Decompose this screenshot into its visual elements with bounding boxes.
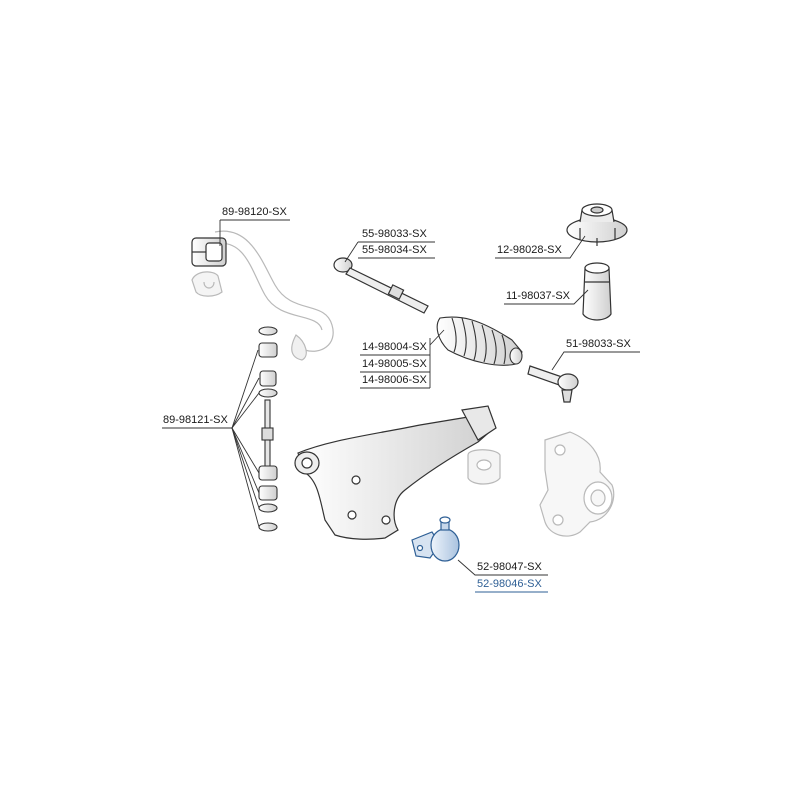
- steering-knuckle-ghost: [539, 431, 615, 537]
- label-boot-a: 14-98004-SX: [362, 341, 427, 353]
- leader-stab-link-6: [231, 427, 260, 509]
- lower-control-arm-part: [294, 405, 497, 540]
- label-ball-joint-b: 52-98046-SX: [477, 578, 542, 590]
- label-ball-joint-a: 52-98047-SX: [477, 561, 542, 573]
- ball-joint-part: [411, 516, 460, 562]
- stabilizer-bar-ghost: [214, 230, 334, 361]
- tie-rod-end-part: [527, 365, 579, 403]
- label-boot-c: 14-98006-SX: [362, 374, 427, 386]
- label-inner-tie-rod-b: 55-98034-SX: [362, 244, 427, 256]
- leader-stab-link-1: [231, 349, 259, 429]
- leader-boot-pointer: [429, 329, 445, 346]
- strut-mount-part: [566, 203, 628, 246]
- leader-ball-joint: [457, 559, 548, 576]
- stabilizer-link-part: [258, 326, 278, 532]
- leader-strut-mount: [495, 235, 586, 259]
- label-stabilizer-link: 89-98121-SX: [163, 414, 228, 426]
- label-boot-b: 14-98005-SX: [362, 358, 427, 370]
- leader-lines: [162, 219, 640, 593]
- stabilizer-bracket-ghost: [191, 271, 223, 297]
- stabilizer-bushing-part: [191, 237, 227, 267]
- bump-stop-part: [582, 262, 612, 321]
- label-tie-rod-end: 51-98033-SX: [566, 338, 631, 350]
- leader-tie-rod-end: [551, 351, 640, 371]
- leader-inner-tie-rod-drop: [344, 241, 359, 263]
- arm-bushing-ghost: [467, 449, 501, 485]
- leader-stab-link-3: [231, 392, 260, 429]
- label-bump-stop: 11-98037-SX: [506, 290, 571, 302]
- label-inner-tie-rod-a: 55-98033-SX: [362, 228, 427, 240]
- leader-stab-link-4: [231, 427, 260, 474]
- leader-stab-link-2: [231, 377, 260, 429]
- leader-bump-stop: [504, 289, 589, 305]
- leader-stab-link-7: [231, 427, 260, 528]
- label-stabilizer-bushing: 89-98120-SX: [222, 206, 287, 218]
- inner-tie-rod-part: [333, 257, 429, 314]
- label-strut-mount: 12-98028-SX: [497, 244, 562, 256]
- leader-stab-link-5: [231, 427, 260, 494]
- steering-boot-part: [436, 316, 523, 366]
